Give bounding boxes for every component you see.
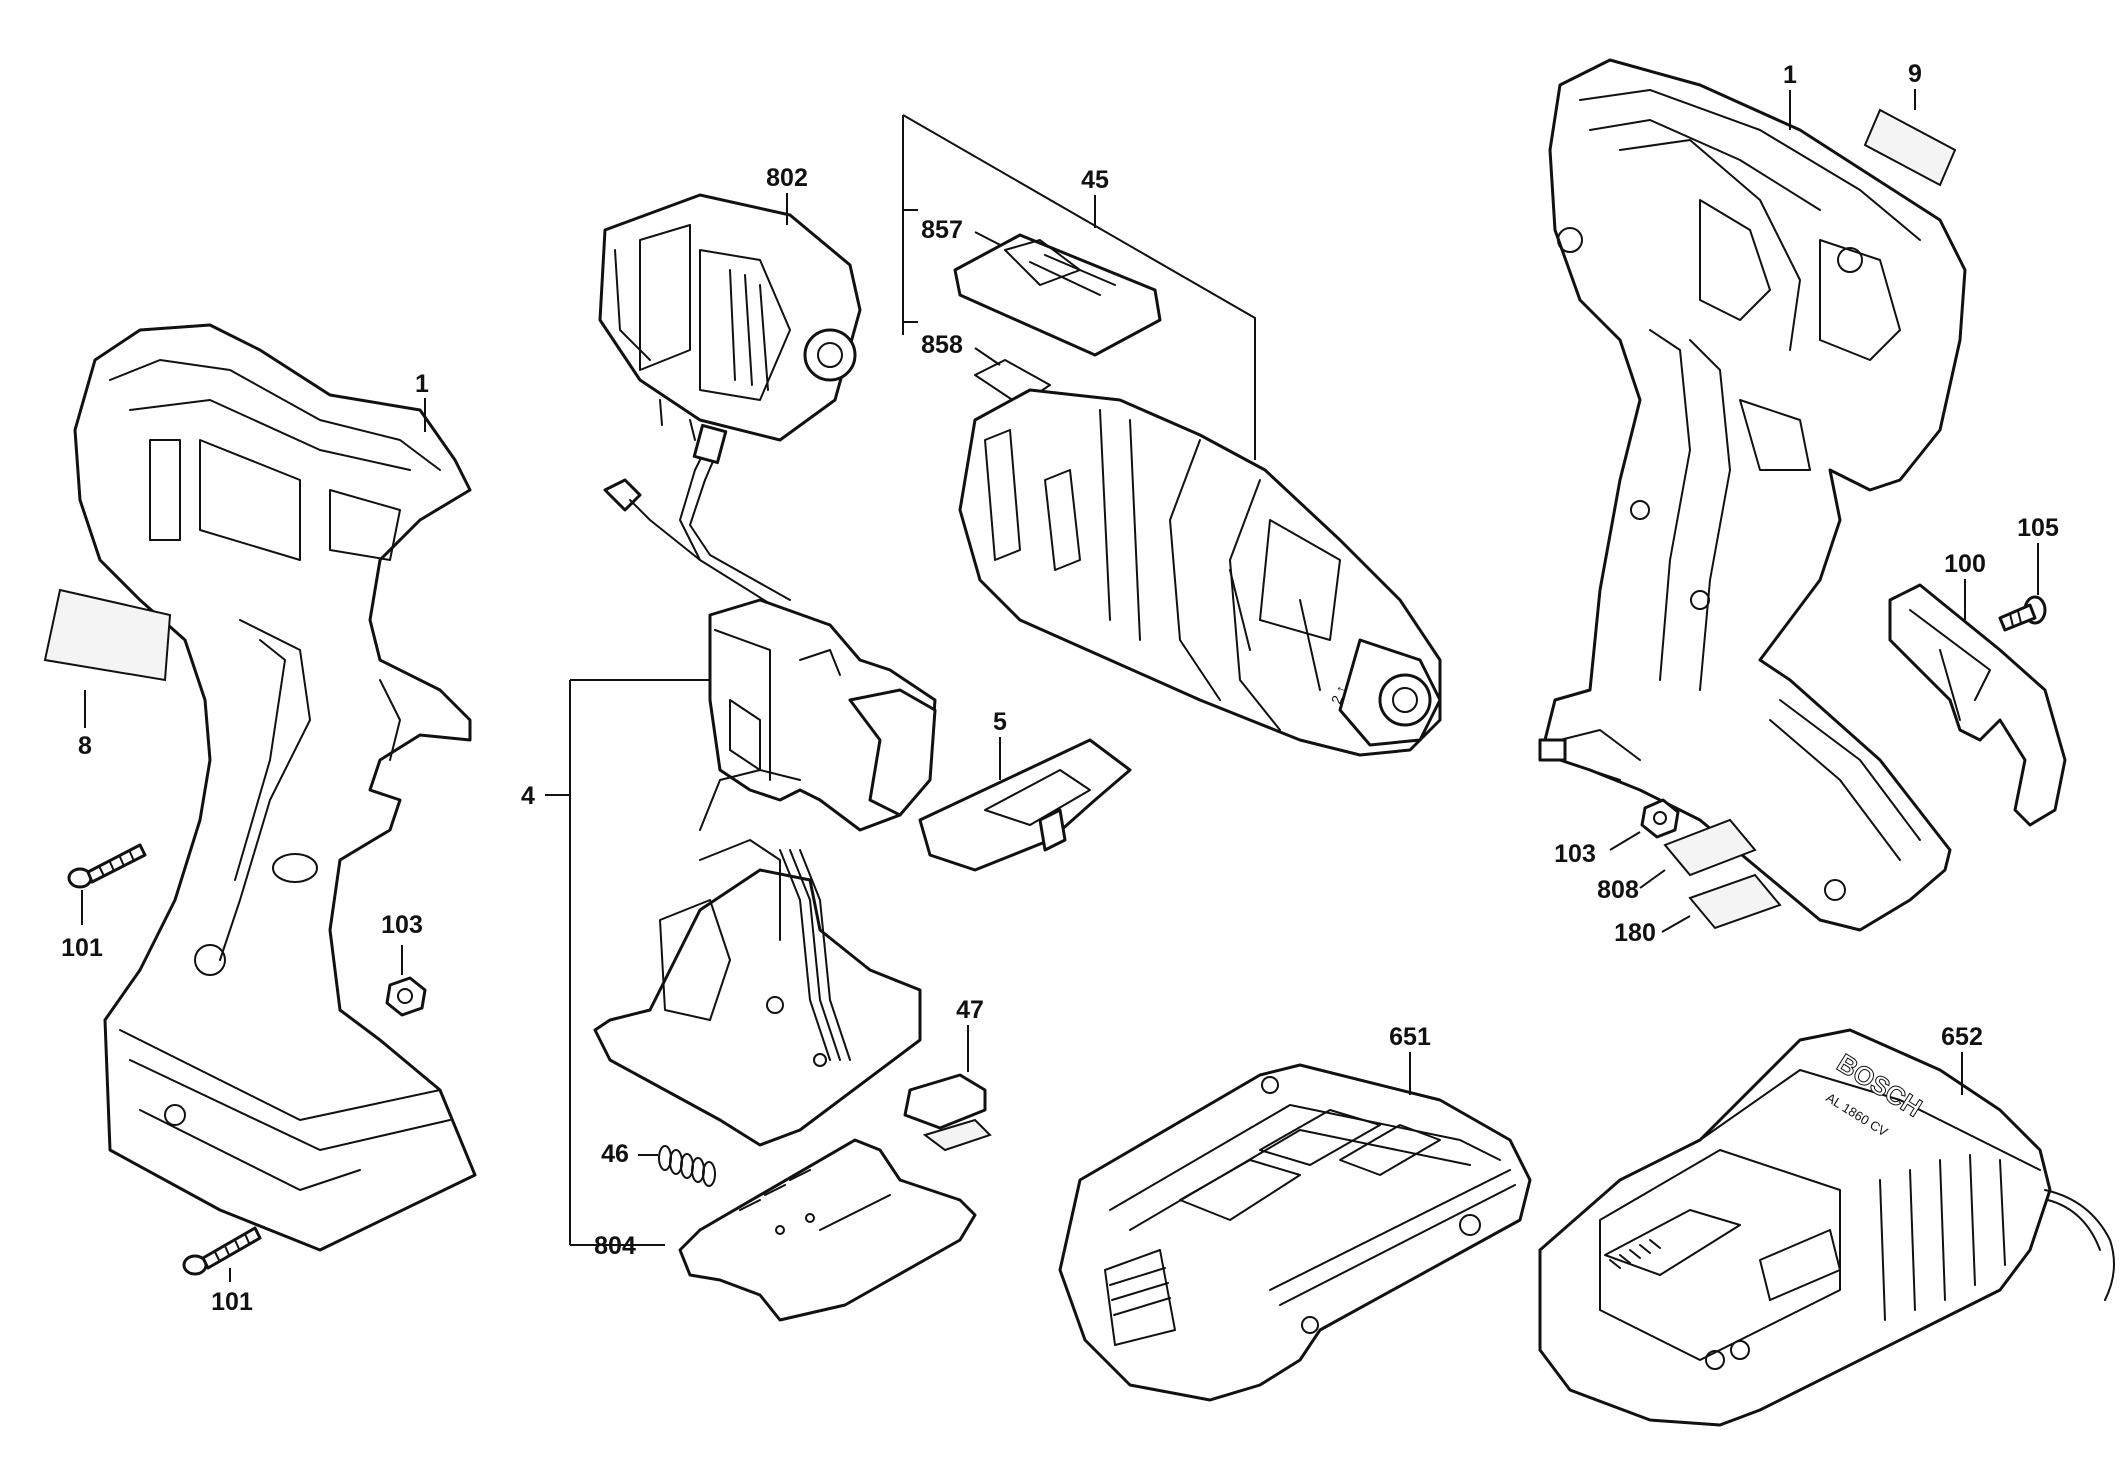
leader-line — [1661, 915, 1691, 933]
label-651-battery: 651 — [1389, 1023, 1431, 1051]
nut-103-left — [385, 976, 427, 1017]
label-100-belt-clip: 100 — [1944, 550, 1986, 578]
gearbox-marking: 2 ↑ — [1328, 683, 1349, 706]
belt-clip-100 — [1888, 583, 2067, 827]
battery-651 — [1058, 1063, 1532, 1402]
button-47 — [903, 1073, 992, 1152]
switch-base-plate — [593, 769, 922, 1147]
contact-plate-804 — [678, 1138, 977, 1322]
label-180: 180 — [1614, 919, 1656, 947]
label-857-gearbox-cover: 857 — [921, 216, 963, 244]
label-8: 8 — [78, 732, 92, 760]
label-101-upper: 101 — [61, 934, 103, 962]
label-802-motor: 802 — [766, 164, 808, 192]
label-1-left-housing: 1 — [415, 370, 429, 398]
label-5-slider: 5 — [993, 708, 1007, 736]
spring-46 — [658, 1145, 716, 1187]
switch-module — [708, 598, 937, 832]
label-101-lower: 101 — [211, 1288, 253, 1316]
gear-seal-858 — [974, 359, 1051, 406]
sticker-label-8 — [43, 588, 172, 682]
label-46-spring: 46 — [601, 1140, 629, 1168]
label-858-gear-seal: 858 — [921, 331, 963, 359]
left-housing-half — [73, 323, 477, 1252]
charger-652: BOSCH AL 1860 CV — [1538, 1028, 2115, 1427]
motor-wires — [603, 423, 791, 611]
leader-line — [974, 347, 1001, 366]
leader-line — [1609, 831, 1641, 851]
screw-101-lower — [182, 1226, 262, 1276]
clip-screw-105 — [1998, 595, 2047, 632]
label-45-gearbox-set: 45 — [1081, 166, 1109, 194]
label-105-clip-screw: 105 — [2017, 514, 2059, 542]
label-103-right: 103 — [1554, 840, 1596, 868]
label-804-contact-plate: 804 — [594, 1232, 636, 1260]
leader-line — [1639, 869, 1666, 889]
slider-5 — [918, 738, 1132, 872]
motor-802 — [598, 193, 862, 442]
label-652-charger: 652 — [1941, 1023, 1983, 1051]
label-sticker-180 — [1688, 873, 1782, 930]
label-808: 808 — [1597, 876, 1639, 904]
label-103-left: 103 — [381, 911, 423, 939]
gearbox-chuck-assembly: 2 ↑ — [958, 388, 1442, 757]
nameplate-9 — [1863, 108, 1957, 187]
label-1-right-housing: 1 — [1783, 61, 1797, 89]
label-4-switch-assembly: 4 — [521, 782, 535, 810]
label-sticker-808 — [1663, 818, 1757, 877]
screw-101-upper — [67, 843, 147, 889]
gearbox-cover-857 — [953, 233, 1162, 357]
right-housing-half — [1538, 58, 1967, 932]
bracket-gearbox-set — [902, 114, 1256, 460]
nut-103-right — [1640, 798, 1680, 839]
label-9-nameplate: 9 — [1908, 60, 1922, 88]
label-47-button: 47 — [956, 996, 984, 1024]
